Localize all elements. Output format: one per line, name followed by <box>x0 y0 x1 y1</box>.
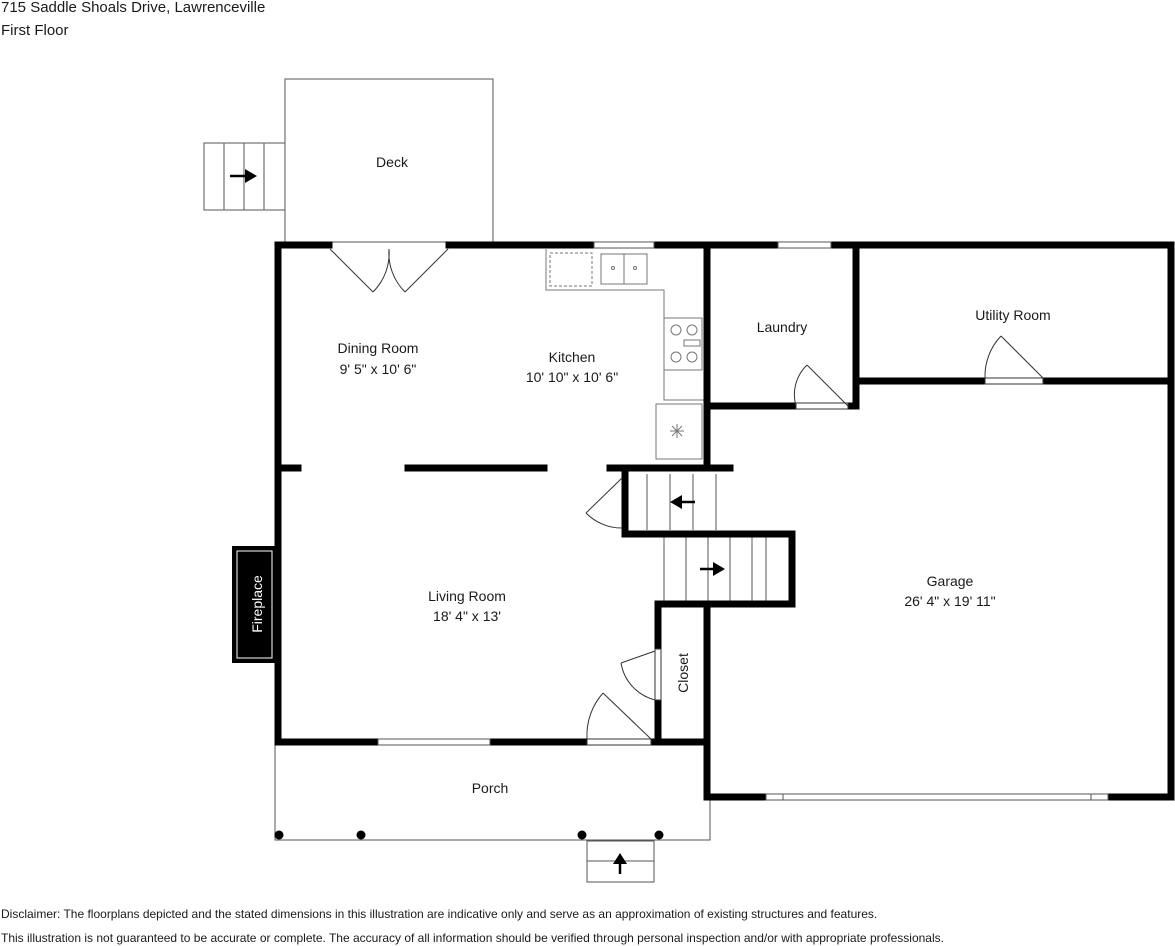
living-room-label: Living Room <box>428 588 506 604</box>
stair-door <box>585 477 623 529</box>
disclaimer-line-2: This illustration is not guaranteed to b… <box>1 931 944 945</box>
laundry-label: Laundry <box>757 319 808 335</box>
doors <box>329 248 1044 746</box>
front-door <box>586 692 652 746</box>
closet-label: Closet <box>675 653 691 693</box>
deck <box>203 78 494 243</box>
arrow-up-icon <box>613 853 627 874</box>
window <box>377 738 491 746</box>
floor-plan: Deck Dining Room 9' 5" x 10' 6" Kitchen … <box>203 78 1175 883</box>
interior-stairs-lower <box>663 537 767 602</box>
porch-label: Porch <box>472 780 509 796</box>
refrigerator <box>655 403 703 460</box>
fireplace-label: Fireplace <box>249 575 265 633</box>
kitchen-label: Kitchen <box>549 349 596 365</box>
window <box>777 241 832 249</box>
room-labels: Deck Dining Room 9' 5" x 10' 6" Kitchen … <box>249 154 1051 796</box>
dining-room-dims: 9' 5" x 10' 6" <box>340 361 417 377</box>
garage-door <box>765 793 1109 801</box>
floor-label: First Floor <box>1 22 69 39</box>
porch-post <box>274 830 284 840</box>
interior-stairs-upper <box>646 474 717 530</box>
walls <box>274 241 1175 801</box>
porch-post <box>577 830 587 840</box>
address-title: 715 Saddle Shoals Drive, Lawrenceville <box>1 0 266 16</box>
windows <box>377 241 1109 801</box>
fireplace <box>232 546 275 663</box>
utility-door <box>984 335 1044 385</box>
arrow-right-icon <box>230 169 257 183</box>
porch-post <box>356 830 366 840</box>
deck-label: Deck <box>376 154 409 170</box>
kitchen-fixtures <box>545 249 706 460</box>
kitchen-dims: 10' 10" x 10' 6" <box>526 369 618 385</box>
dining-room-label: Dining Room <box>338 340 419 356</box>
disclaimer-line-1: Disclaimer: The floorplans depicted and … <box>1 907 878 921</box>
garage-label: Garage <box>927 573 974 589</box>
stove <box>663 317 703 371</box>
dishwasher <box>549 252 593 287</box>
porch <box>274 743 711 883</box>
arrow-right-icon <box>700 562 725 576</box>
french-door <box>329 248 449 293</box>
arrow-left-icon <box>670 495 695 509</box>
window <box>593 241 655 249</box>
laundry-door <box>793 364 849 410</box>
porch-post <box>654 830 664 840</box>
closet-door <box>620 648 662 701</box>
garage-dims: 26' 4" x 19' 11" <box>904 593 995 609</box>
living-room-dims: 18' 4" x 13' <box>433 608 501 624</box>
snowflake-icon <box>670 424 684 438</box>
utility-room-label: Utility Room <box>975 307 1050 323</box>
